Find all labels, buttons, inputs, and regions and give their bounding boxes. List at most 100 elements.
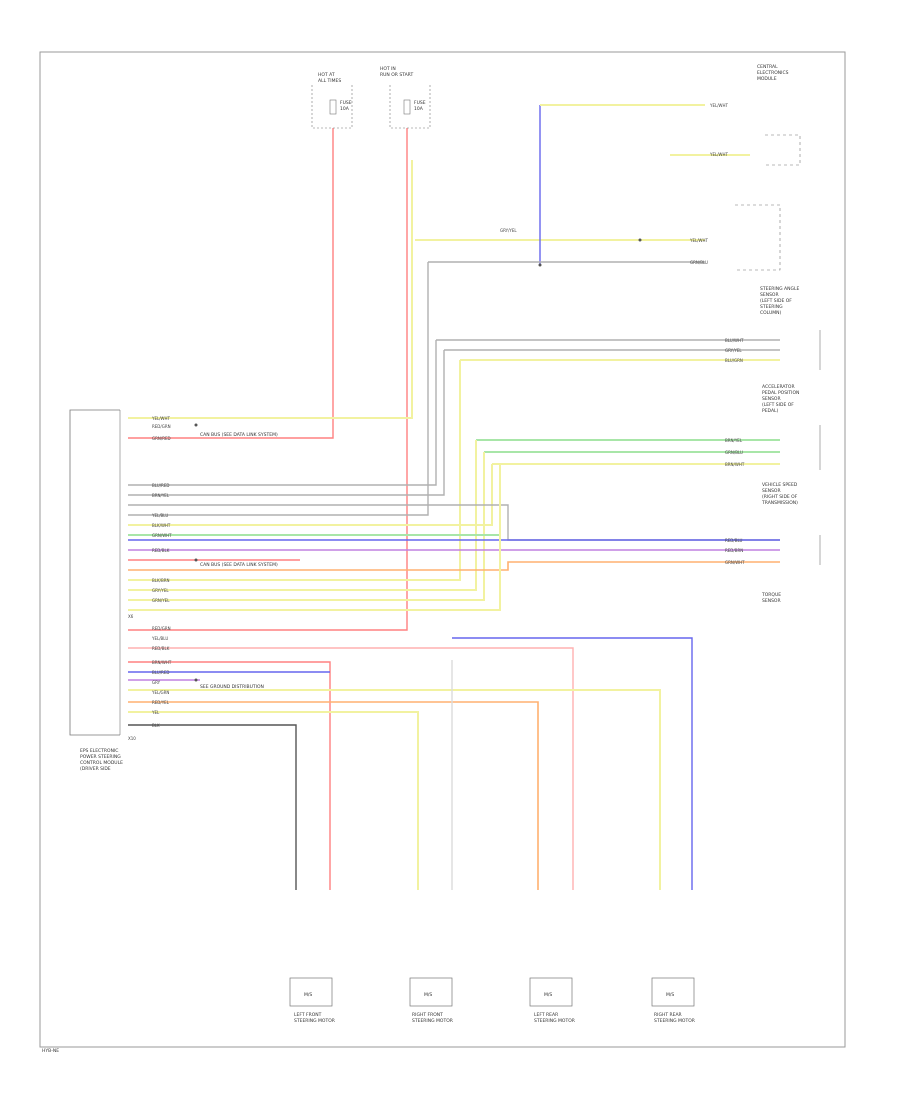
wire-aps-2d — [128, 452, 485, 601]
svg-text:RIGHT FRONT: RIGHT FRONT — [412, 1012, 443, 1018]
svg-text:GRY/YEL: GRY/YEL — [500, 228, 517, 233]
svg-text:M/S: M/S — [424, 992, 432, 998]
module4-label-2: SENSOR — [762, 488, 781, 494]
fuse2-label-3: FUSE — [414, 100, 426, 106]
svg-text:LEFT REAR: LEFT REAR — [534, 1012, 558, 1018]
motor-labels: M/S LEFT FRONT STEERING MOTOR M/S RIGHT … — [294, 992, 695, 1024]
svg-text:BRN/WHT: BRN/WHT — [725, 462, 745, 467]
module3-label-4: (LEFT SIDE OF — [762, 402, 794, 408]
left-wire-labels: YEL/WHT RED/GRN GRN/RED BLU/RED BRN/YEL … — [151, 416, 172, 603]
fuse1-label-3: FUSE — [340, 100, 352, 106]
svg-text:GRN/WHT: GRN/WHT — [152, 533, 172, 538]
svg-text:GRN/RED: GRN/RED — [152, 436, 171, 441]
svg-text:YEL/GRN: YEL/GRN — [151, 690, 169, 695]
svg-text:BLU/GRN: BLU/GRN — [725, 358, 743, 363]
svg-text:RED/BLU: RED/BLU — [725, 538, 743, 543]
wire-bot-yel2 — [128, 711, 419, 890]
svg-text:GRN/BLU: GRN/BLU — [725, 450, 743, 455]
wire-bot-yel — [128, 689, 661, 890]
svg-text:STEERING MOTOR: STEERING MOTOR — [294, 1018, 335, 1024]
svg-text:STEERING MOTOR: STEERING MOTOR — [412, 1018, 453, 1024]
module1-label-2: ELECTRONICS — [757, 70, 789, 76]
central-module — [735, 134, 821, 565]
svg-text:M/S: M/S — [666, 992, 674, 998]
module2-label-2: SENSOR — [760, 292, 779, 298]
module5-label-2: SENSOR — [762, 598, 781, 604]
wire-bot-blue2 — [452, 637, 693, 890]
bottom-wire-labels: RED/GRN YEL/BLU RED/BLK BRN/WHT BLU/RED … — [151, 626, 172, 728]
module1-label-1: CENTRAL — [757, 64, 778, 70]
svg-text:RED/YEL: RED/YEL — [152, 700, 170, 705]
svg-text:BRN/WHT: BRN/WHT — [152, 660, 172, 665]
module2-label-3: (LEFT SIDE OF — [760, 298, 792, 304]
wire-bot-orange — [128, 701, 539, 890]
diagram-frame — [39, 51, 846, 1048]
svg-text:YEL/WHT: YEL/WHT — [709, 152, 729, 157]
module3-label-3: SENSOR — [762, 396, 781, 402]
svg-text:GRN/YEL: GRN/YEL — [152, 598, 170, 603]
control-unit-label-3: CONTROL MODULE — [80, 760, 123, 766]
svg-text:YEL/WHT: YEL/WHT — [709, 103, 729, 108]
control-unit-label-4: (DRIVER SIDE — [80, 766, 111, 772]
svg-text:BLU/RED: BLU/RED — [152, 670, 169, 675]
fuse-block — [311, 85, 431, 129]
svg-text:YEL/WHT: YEL/WHT — [689, 238, 709, 243]
fuse1-label-4: 10A — [340, 106, 350, 112]
svg-text:BLU/WHT: BLU/WHT — [725, 338, 744, 343]
svg-text:GRY/YEL: GRY/YEL — [725, 348, 742, 353]
wire-fuse2 — [128, 128, 408, 631]
svg-text:BRN/YEL: BRN/YEL — [725, 438, 743, 443]
fuse2-label-2: RUN OR START — [380, 72, 413, 78]
footer-code: HYB-NE — [42, 1048, 59, 1054]
svg-text:BRN/YEL: BRN/YEL — [152, 493, 170, 498]
annotation-can-2: CAN BUS (SEE DATA LINK SYSTEM) — [200, 562, 278, 568]
svg-text:YEL/BLU: YEL/BLU — [151, 513, 168, 518]
svg-text:RIGHT REAR: RIGHT REAR — [654, 1012, 682, 1018]
module3-label-2: PEDAL POSITION — [762, 390, 799, 396]
wire-bot-black — [128, 724, 297, 890]
module2-label-4: STEERING — [760, 304, 783, 310]
svg-text:GRN/BLU: GRN/BLU — [690, 260, 708, 265]
fuse2-label-4: 10A — [414, 106, 424, 112]
svg-text:GRY/YEL: GRY/YEL — [152, 588, 169, 593]
svg-text:STEERING MOTOR: STEERING MOTOR — [534, 1018, 575, 1024]
module2-label-1: STEERING ANGLE — [760, 286, 799, 292]
control-module-outline — [69, 409, 120, 736]
module1-label-3: MODULE — [757, 76, 777, 82]
connector-top-label: X6 — [128, 614, 134, 619]
svg-text:RED/GRN: RED/GRN — [152, 424, 171, 429]
wire-orange — [128, 561, 780, 571]
annotation-can-1: CAN BUS (SEE DATA LINK SYSTEM) — [200, 432, 278, 438]
svg-text:BLU/RED: BLU/RED — [152, 483, 169, 488]
module3-label-5: PEDAL) — [762, 408, 779, 414]
fuse1-label-1: HOT AT — [318, 72, 335, 78]
svg-text:BLK/BRN: BLK/BRN — [152, 578, 169, 583]
svg-text:RED/GRN: RED/GRN — [152, 626, 171, 631]
svg-text:RED/BLK: RED/BLK — [152, 548, 170, 553]
module4-label-4: TRANSMISSION) — [761, 500, 798, 506]
wire-aps-3d — [128, 464, 493, 526]
wire-gray-3 — [128, 464, 501, 611]
wire-sas-3d — [128, 360, 461, 581]
wire-aps-1d — [128, 440, 477, 591]
svg-text:YEL/WHT: YEL/WHT — [151, 416, 171, 421]
module2-label-5: COLUMN) — [760, 310, 782, 316]
right-wire-labels: YEL/WHT YEL/WHT YEL/WHT GRN/BLU BLU/WHT … — [500, 103, 745, 565]
module5-label-1: TORQUE — [761, 592, 781, 598]
fuse1-label-2: ALL TIMES — [318, 78, 341, 84]
wire-fuse1 — [128, 128, 334, 439]
svg-text:LEFT FRONT: LEFT FRONT — [294, 1012, 322, 1018]
wire-bot-red — [128, 661, 331, 890]
wire-gray-down — [128, 262, 429, 516]
svg-text:M/S: M/S — [544, 992, 552, 998]
svg-text:GRN/WHT: GRN/WHT — [725, 560, 745, 565]
fuse2-label-1: HOT IN — [380, 66, 396, 72]
wire-yel-1 — [128, 160, 413, 419]
wire-bot-pink — [128, 647, 574, 890]
wire-sas-1d — [128, 340, 437, 486]
control-unit-label-2: POWER STEERING — [80, 754, 121, 760]
svg-text:M/S: M/S — [304, 992, 312, 998]
svg-text:BLK: BLK — [152, 723, 160, 728]
control-unit-label-1: EPS ELECTRONIC — [80, 748, 118, 754]
motor-boxes — [289, 977, 695, 1007]
